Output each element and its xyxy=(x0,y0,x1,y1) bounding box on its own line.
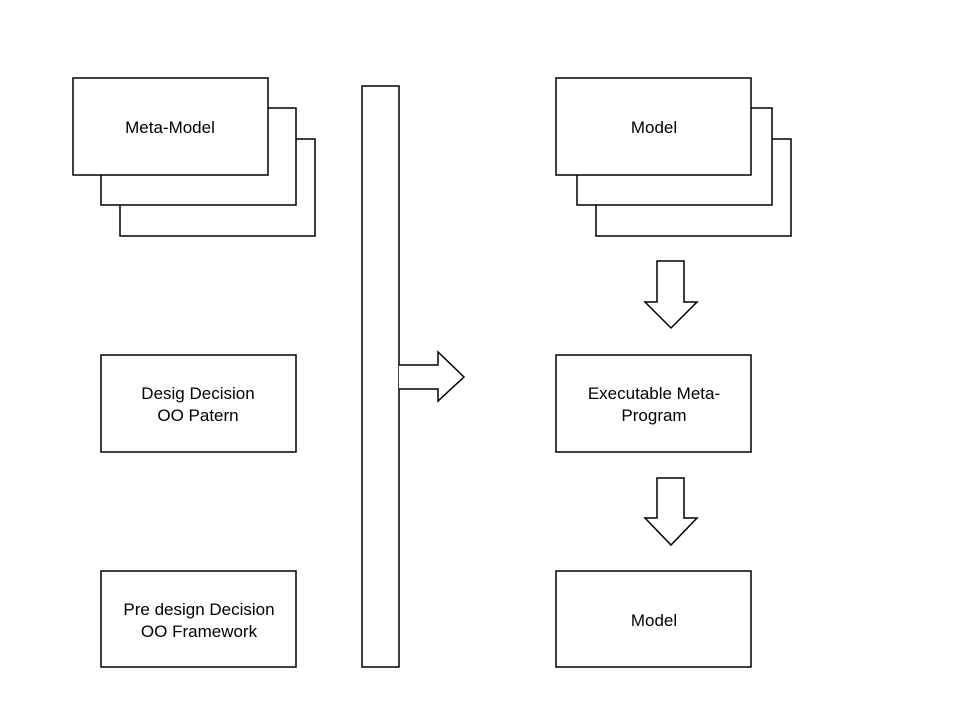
executable-line2: Program xyxy=(621,406,686,425)
model-top-label: Model xyxy=(631,118,677,137)
predesign-decision-line2: OO Framework xyxy=(141,622,258,641)
vertical-bar xyxy=(361,85,400,668)
design-decision-line2: OO Patern xyxy=(157,406,238,425)
model-top-box xyxy=(555,77,752,176)
down-arrow-2 xyxy=(643,477,699,547)
predesign-decision-node: Pre design Decision OO Framework xyxy=(100,570,297,668)
predesign-decision-box xyxy=(100,570,297,668)
model-bottom-node: Model xyxy=(555,570,752,668)
executable-line1: Executable Meta- xyxy=(588,384,720,403)
right-arrow xyxy=(399,350,466,403)
model-bottom-label: Model xyxy=(631,611,677,630)
model-top-stack: Model xyxy=(555,77,792,237)
meta-model-label: Meta-Model xyxy=(125,118,215,137)
meta-model-stack: Meta-Model xyxy=(72,77,316,237)
predesign-decision-line1: Pre design Decision xyxy=(123,600,274,619)
executable-box xyxy=(555,354,752,453)
design-decision-line1: Desig Decision xyxy=(141,384,254,403)
design-decision-node: Desig Decision OO Patern xyxy=(100,354,297,453)
model-bottom-box xyxy=(555,570,752,668)
executable-node: Executable Meta- Program xyxy=(555,354,752,453)
meta-model-box xyxy=(72,77,269,176)
design-decision-box xyxy=(100,354,297,453)
down-arrow-1 xyxy=(643,260,699,330)
